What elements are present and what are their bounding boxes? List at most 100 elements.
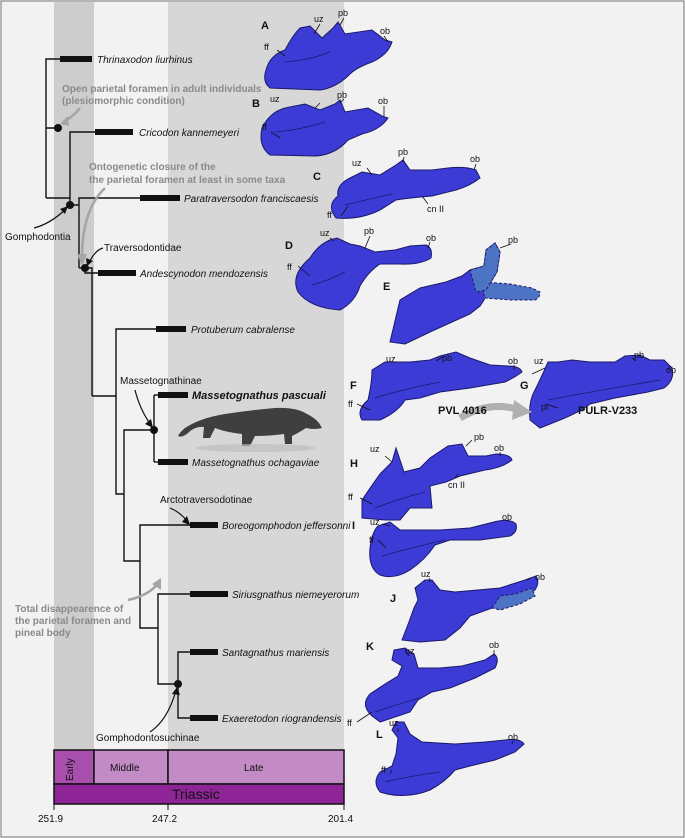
range-bar <box>158 392 188 398</box>
panel-label-a: A <box>261 20 269 32</box>
range-bar <box>190 591 228 597</box>
panel-label-j: J <box>390 593 396 605</box>
clade-gomphodontia: Gomphodontia <box>5 232 71 243</box>
panel-label-g: G <box>520 380 529 392</box>
label-ob: ob <box>508 356 518 366</box>
panel-label-d: D <box>285 240 293 252</box>
taxon-boreogomphodon: Boreogomphodon jeffersonni <box>222 521 351 532</box>
label-pb: pb <box>474 432 484 442</box>
range-bar <box>190 715 218 721</box>
taxon-protuberum: Protuberum cabralense <box>191 325 295 336</box>
label-pb: pb <box>338 8 348 18</box>
label-ob: ob <box>378 96 388 106</box>
range-bar <box>98 270 136 276</box>
label-ff: ff <box>347 718 352 728</box>
label-pl: pl <box>541 402 548 412</box>
label-pb: pb <box>442 353 452 363</box>
stage-early-label: Early <box>65 758 76 781</box>
label-uz: uz <box>405 646 415 656</box>
label-pb: pb <box>398 147 408 157</box>
period-label: Triassic <box>172 786 220 802</box>
note-open-foramen-line1: Open parietal foramen in adult individua… <box>62 84 262 95</box>
note-open-foramen-line2: (plesiomorphic condition) <box>62 96 185 107</box>
gomphodontosuchinae-node-dot <box>174 680 182 688</box>
label-uz: uz <box>370 444 380 454</box>
label-cn2: cn II <box>427 204 444 214</box>
note-closure-line2: the parietal foramen at least in some ta… <box>89 175 286 186</box>
taxon-paratraversodon: Paratraversodon franciscaesis <box>184 194 319 205</box>
label-ob: ob <box>426 233 436 243</box>
note-disappear-line3: pineal body <box>15 628 71 639</box>
label-uz: uz <box>389 718 399 728</box>
range-bar <box>158 459 188 465</box>
panel-label-c: C <box>313 171 321 183</box>
tick-label-247-2: 247.2 <box>152 814 177 825</box>
stage-late-label: Late <box>244 763 264 774</box>
panel-label-l: L <box>376 729 383 741</box>
panel-label-f: F <box>350 380 357 392</box>
label-pb: pb <box>337 90 347 100</box>
label-ob: ob <box>502 512 512 522</box>
taxon-massetognathus-ochagaviae: Massetognathus ochagaviae <box>192 458 320 469</box>
clade-traversodontidae: Traversodontidae <box>104 243 182 254</box>
label-uz: uz <box>314 14 324 24</box>
label-ob: ob <box>508 732 518 742</box>
stage-middle-label: Middle <box>110 763 140 774</box>
clade-gomphodontosuchinae: Gomphodontosuchinae <box>96 733 200 744</box>
label-uz: uz <box>270 94 280 104</box>
note-closure-line1: Ontogenetic closure of the <box>89 162 216 173</box>
range-bar <box>190 649 218 655</box>
panel-label-h: H <box>350 458 358 470</box>
label-cn2: cn II <box>448 480 465 490</box>
clade-massetognathinae: Massetognathinae <box>120 376 202 387</box>
label-ff: ff <box>287 262 292 272</box>
range-bar <box>156 326 186 332</box>
range-bar <box>190 522 218 528</box>
label-ff: ff <box>381 765 386 775</box>
label-ff: ff <box>369 535 374 545</box>
label-ob: ob <box>494 443 504 453</box>
taxon-exaeretodon: Exaeretodon riograndensis <box>222 714 342 725</box>
tick-label-251-9: 251.9 <box>38 814 63 825</box>
specimen-label-pulr: PULR-V233 <box>578 405 637 417</box>
label-ff: ff <box>262 122 267 132</box>
label-ff: ff <box>348 399 353 409</box>
label-pb: pb <box>364 226 374 236</box>
label-uz: uz <box>534 356 544 366</box>
label-pb: pb <box>634 350 644 360</box>
range-bar <box>95 129 133 135</box>
label-ob: ob <box>666 365 676 375</box>
label-uz: uz <box>352 158 362 168</box>
taxon-andescynodon: Andescynodon mendozensis <box>139 269 268 280</box>
label-ff: ff <box>348 492 353 502</box>
taxon-santagnathus: Santagnathus mariensis <box>222 648 329 659</box>
range-bar <box>60 56 92 62</box>
node-dot <box>54 124 62 132</box>
label-ob: ob <box>535 572 545 582</box>
label-ff: ff <box>264 42 269 52</box>
panel-label-e: E <box>383 281 390 293</box>
range-bar <box>140 195 180 201</box>
label-uz: uz <box>386 354 396 364</box>
note-disappear-line1: Total disappearence of <box>15 604 124 615</box>
taxon-thrinaxodon: Thrinaxodon liurhinus <box>97 55 193 66</box>
label-uz: uz <box>320 228 330 238</box>
label-ob: ob <box>470 154 480 164</box>
panel-label-k: K <box>366 641 374 653</box>
taxon-cricodon: Cricodon kannemeyeri <box>139 128 240 139</box>
label-ob: ob <box>489 640 499 650</box>
clade-arctotraversodotinae: Arctotraversodotinae <box>160 495 253 506</box>
label-ob: ob <box>380 26 390 36</box>
taxon-massetognathus-pascuali: Massetognathus pascuali <box>192 390 327 402</box>
taxon-siriusgnathus: Siriusgnathus niemeyerorum <box>232 590 359 601</box>
panel-label-b: B <box>252 98 260 110</box>
note-disappear-line2: the parietal foramen and <box>15 616 131 627</box>
panel-label-i: I <box>352 520 355 532</box>
label-ff: ff <box>327 210 332 220</box>
massetognathinae-node-dot <box>150 426 158 434</box>
tick-label-201-4: 201.4 <box>328 814 353 825</box>
label-uz: uz <box>421 569 431 579</box>
animal-shadow <box>195 444 315 452</box>
label-pb: pb <box>508 235 518 245</box>
